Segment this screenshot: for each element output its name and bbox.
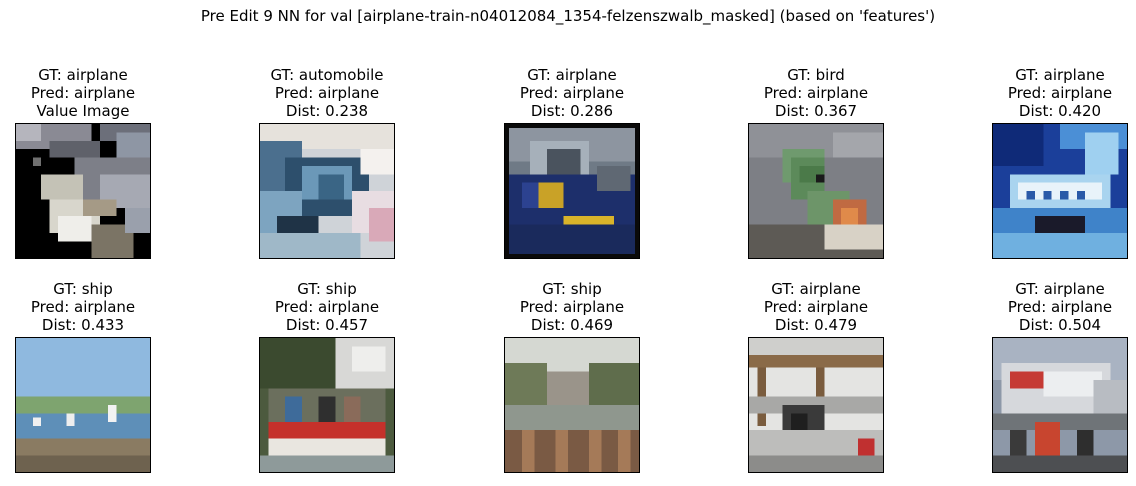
thumbnail-biplane-hangar — [748, 337, 884, 473]
thumbnail-canal-boats — [504, 337, 640, 473]
pred-label: Pred: airplane — [30, 84, 136, 102]
gt-label: GT: automobile — [270, 66, 384, 84]
panel-caption: GT: airplane Pred: airplane Dist: 0.420 — [932, 66, 1136, 120]
dist-label: Dist: 0.238 — [285, 102, 369, 120]
figure-title: Pre Edit 9 NN for val [airplane-train-n0… — [200, 7, 936, 25]
dist-label: Dist: 0.286 — [530, 102, 614, 120]
thumbnail-car-interior — [259, 123, 395, 259]
dist-label: Dist: 0.457 — [285, 316, 369, 334]
value-label: Value Image — [36, 102, 130, 120]
pred-label: Pred: airplane — [274, 84, 380, 102]
thumbnail-blue-airplane — [992, 123, 1128, 259]
pred-label: Pred: airplane — [763, 84, 869, 102]
gt-label: GT: airplane — [527, 66, 617, 84]
pred-label: Pred: airplane — [763, 298, 869, 316]
thumbnail-airliner-nose — [992, 337, 1128, 473]
panel-caption: GT: ship Pred: airplane Dist: 0.433 — [0, 280, 211, 334]
pred-label: Pred: airplane — [30, 298, 136, 316]
pred-label: Pred: airplane — [274, 298, 380, 316]
dist-label: Dist: 0.479 — [774, 316, 858, 334]
thumbnail-masked-airplane — [15, 123, 151, 259]
panel-caption: GT: automobile Pred: airplane Dist: 0.23… — [199, 66, 455, 120]
panel-caption: GT: ship Pred: airplane Dist: 0.457 — [199, 280, 455, 334]
gt-label: GT: ship — [297, 280, 357, 298]
pred-label: Pred: airplane — [519, 84, 625, 102]
dist-label: Dist: 0.367 — [774, 102, 858, 120]
dist-label: Dist: 0.504 — [1018, 316, 1102, 334]
panel-caption: GT: airplane Pred: airplane Dist: 0.504 — [932, 280, 1136, 334]
gt-label: GT: airplane — [38, 66, 128, 84]
panel-caption: GT: bird Pred: airplane Dist: 0.367 — [688, 66, 944, 120]
gt-label: GT: ship — [53, 280, 113, 298]
pred-label: Pred: airplane — [1007, 298, 1113, 316]
dist-label: Dist: 0.433 — [41, 316, 125, 334]
gt-label: GT: ship — [542, 280, 602, 298]
gt-label: GT: airplane — [771, 280, 861, 298]
dist-label: Dist: 0.420 — [1018, 102, 1102, 120]
panel-caption: GT: airplane Pred: airplane Dist: 0.286 — [444, 66, 700, 120]
panel-caption: GT: ship Pred: airplane Dist: 0.469 — [444, 280, 700, 334]
dist-label: Dist: 0.469 — [530, 316, 614, 334]
thumbnail-harbor-beach — [15, 337, 151, 473]
thumbnail-jet-cockpit — [504, 123, 640, 259]
panel-caption: GT: airplane Pred: airplane Dist: 0.479 — [688, 280, 944, 334]
pred-label: Pred: airplane — [519, 298, 625, 316]
gt-label: GT: bird — [787, 66, 845, 84]
gt-label: GT: airplane — [1015, 66, 1105, 84]
thumbnail-red-white-boat — [259, 337, 395, 473]
gt-label: GT: airplane — [1015, 280, 1105, 298]
thumbnail-green-bird — [748, 123, 884, 259]
pred-label: Pred: airplane — [1007, 84, 1113, 102]
panel-caption: GT: airplane Pred: airplane Value Image — [0, 66, 211, 120]
